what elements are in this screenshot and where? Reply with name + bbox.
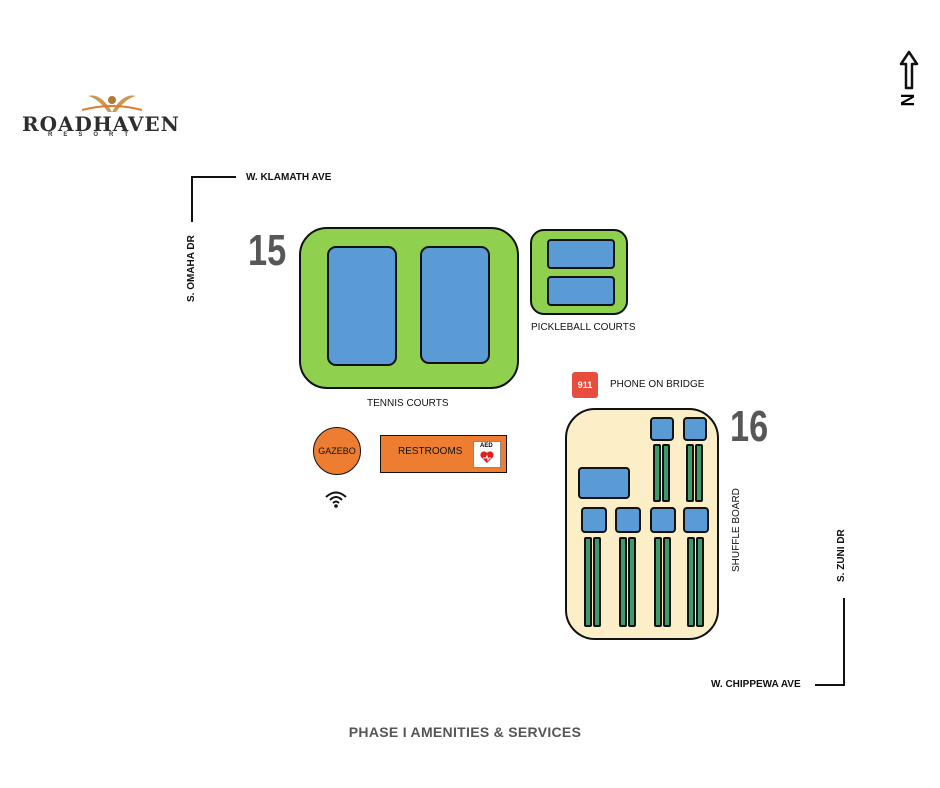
- shuffleboard-label: SHUFFLE BOARD: [731, 488, 742, 572]
- gazebo-label: GAZEBO: [318, 446, 356, 456]
- wifi-icon: [325, 491, 347, 508]
- shuffleboard-lane[interactable]: [654, 537, 662, 627]
- restrooms-label: RESTROOMS: [398, 446, 463, 457]
- logo: [22, 88, 202, 140]
- pickleball-courts-label: PICKLEBALL COURTS: [531, 322, 636, 333]
- shuffleboard-court-row-4[interactable]: [683, 507, 709, 533]
- area-number-16: 16: [730, 402, 769, 451]
- shuffleboard-court-top-2[interactable]: [683, 417, 707, 441]
- shuffleboard-lane[interactable]: [687, 537, 695, 627]
- emergency-phone-icon: 911: [572, 372, 598, 398]
- phone-label: PHONE ON BRIDGE: [610, 379, 705, 390]
- restrooms[interactable]: RESTROOMS AED: [380, 435, 507, 473]
- shuffleboard-lane[interactable]: [662, 444, 670, 502]
- shuffleboard-lane[interactable]: [593, 537, 601, 627]
- shuffleboard-lane[interactable]: [628, 537, 636, 627]
- logo-name: ROADHAVEN: [22, 112, 180, 136]
- north-arrow-icon: [899, 50, 919, 90]
- shuffleboard-lane[interactable]: [696, 537, 704, 627]
- compass-letter: N: [897, 93, 917, 107]
- phoenix-emblem-icon: [82, 95, 142, 112]
- shuffleboard-court-row-1[interactable]: [581, 507, 607, 533]
- gazebo[interactable]: GAZEBO: [313, 427, 361, 475]
- street-line-zuni: [843, 598, 845, 686]
- shuffleboard-lane[interactable]: [619, 537, 627, 627]
- shuffleboard-court-row-2[interactable]: [615, 507, 641, 533]
- shuffleboard-court-wide[interactable]: [578, 467, 630, 499]
- shuffleboard-court-row-3[interactable]: [650, 507, 676, 533]
- street-line-klamath: [191, 176, 236, 178]
- pickleball-court-bottom[interactable]: [547, 276, 615, 306]
- heart-icon: [480, 451, 494, 463]
- tennis-court-left[interactable]: [327, 246, 397, 366]
- area-number-15: 15: [248, 226, 287, 275]
- street-label-chippewa: W. CHIPPEWA AVE: [711, 679, 801, 690]
- shuffleboard-court-top-1[interactable]: [650, 417, 674, 441]
- street-line-chippewa: [815, 684, 845, 686]
- shuffleboard-lane[interactable]: [695, 444, 703, 502]
- tennis-court-right[interactable]: [420, 246, 490, 364]
- street-label-klamath: W. KLAMATH AVE: [246, 172, 332, 183]
- shuffleboard-lane[interactable]: [653, 444, 661, 502]
- street-label-omaha: S. OMAHA DR: [186, 235, 197, 302]
- map-footer-title: PHASE I AMENITIES & SERVICES: [348, 724, 582, 740]
- shuffleboard-lane[interactable]: [663, 537, 671, 627]
- emergency-phone-number: 911: [577, 380, 593, 390]
- shuffleboard-lane[interactable]: [686, 444, 694, 502]
- street-label-zuni: S. ZUNI DR: [836, 529, 847, 582]
- logo-subtitle: RESORT: [48, 132, 140, 138]
- aed-label: AED: [480, 443, 493, 449]
- shuffleboard-lane[interactable]: [584, 537, 592, 627]
- pickleball-court-top[interactable]: [547, 239, 615, 269]
- aed-icon: AED: [473, 441, 501, 468]
- tennis-courts-label: TENNIS COURTS: [367, 398, 449, 409]
- street-line-omaha: [191, 176, 193, 222]
